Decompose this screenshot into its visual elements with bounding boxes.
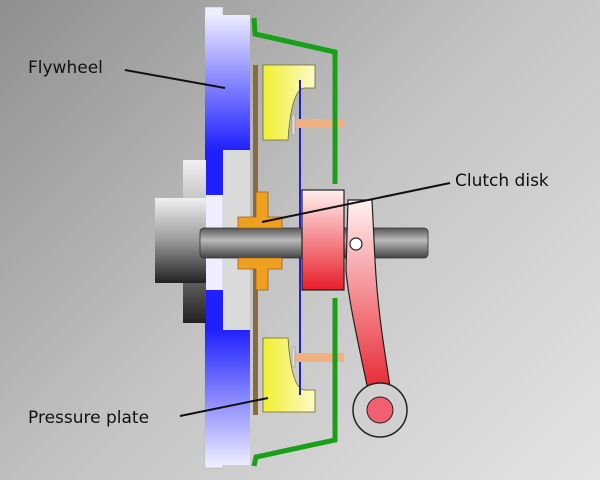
label-clutch-disk: Clutch disk (455, 171, 549, 191)
pins (291, 114, 344, 368)
clutch-disk-hub (237, 191, 283, 291)
crankshaft-hub (155, 160, 206, 323)
pressure-plate-lower (262, 337, 316, 413)
release-bearing (301, 189, 345, 291)
label-pressure-plate: Pressure plate (28, 408, 149, 428)
leader-lines (124, 69, 451, 417)
release-lever (345, 199, 408, 438)
clutch-cover (251, 17, 338, 467)
pressure-plate-upper (262, 64, 316, 141)
label-flywheel: Flywheel (28, 58, 103, 78)
